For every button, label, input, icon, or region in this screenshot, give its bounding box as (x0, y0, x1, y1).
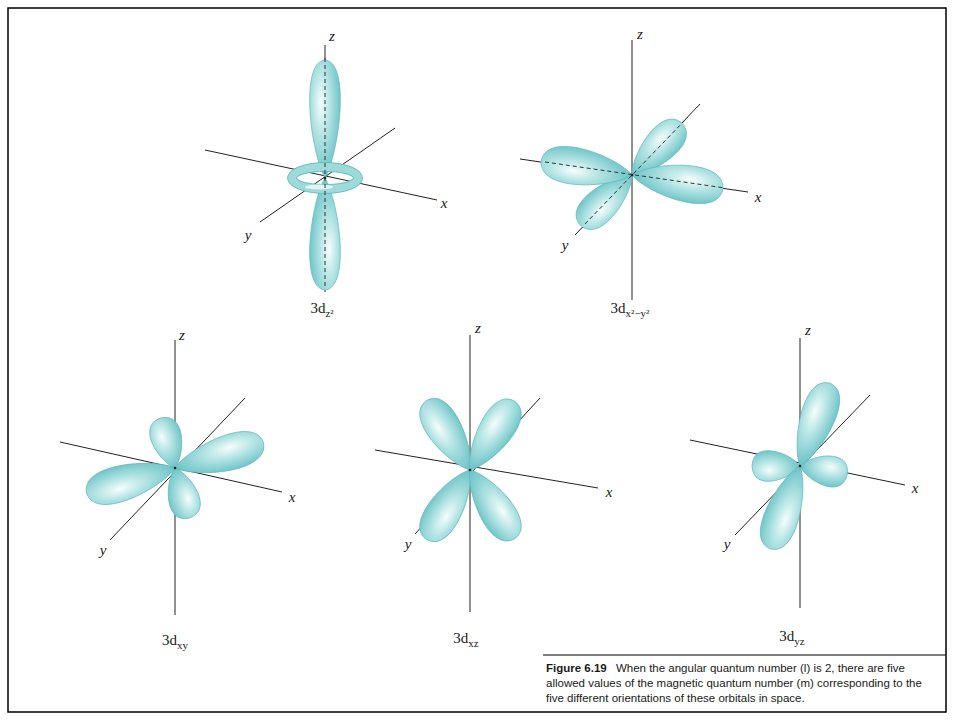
axis-label: z (329, 29, 335, 44)
torus-highlight (305, 185, 333, 190)
orbital-lobe (754, 460, 816, 554)
orbital-lobe (160, 464, 204, 522)
orbital-lobe (784, 377, 846, 471)
torus-outer-edge (288, 163, 363, 194)
dz2-orbital (205, 45, 437, 292)
hidden-axis-dashed (325, 58, 326, 288)
caption-rule (543, 654, 946, 655)
orbital-name: 3dz² (310, 301, 333, 316)
axis-label: x (912, 481, 919, 496)
orbital-shell: 3d (310, 300, 325, 316)
orbital-lobe (456, 392, 529, 479)
axis-label: x (755, 190, 762, 205)
orbital-subscript: xz (468, 637, 478, 649)
axis-label: y (100, 543, 107, 558)
origin-dot (631, 174, 634, 177)
axis-label: z (805, 323, 811, 338)
origin-dot (174, 467, 177, 470)
orbital-shell: 3d (453, 630, 468, 646)
orbital-lobe (82, 451, 180, 511)
axis-label: y (562, 238, 569, 253)
figure-frame (8, 8, 946, 712)
orbital-name: 3dx²−y² (611, 301, 650, 316)
hidden-axis-dashed (545, 162, 725, 188)
origin-dot (799, 465, 802, 468)
orbital-shell: 3d (779, 628, 794, 644)
orbital-name: 3dxz (453, 631, 478, 646)
dyz-orbital (690, 338, 905, 608)
axis-label: y (245, 228, 252, 243)
orbital-subscript: xy (177, 639, 188, 651)
axis-label: x (441, 196, 448, 211)
orbital-lobe (310, 60, 341, 178)
axis-label: x (606, 485, 613, 500)
orbital-subscript: x²−y² (626, 307, 650, 319)
orbital-subscript: yz (794, 635, 804, 647)
dxy-orbital (60, 340, 282, 615)
figure-number: Figure 6.19 (546, 662, 607, 674)
dxz-orbital (375, 335, 598, 612)
origin-dot (469, 469, 472, 472)
orbital-lobe (456, 461, 529, 548)
axis-label: y (724, 537, 731, 552)
orbital-lobe (629, 157, 726, 208)
origin-dot (324, 177, 327, 180)
axis-label: z (475, 321, 481, 336)
orbital-shell: 3d (611, 300, 626, 316)
axis-label: z (637, 27, 643, 42)
orbital-subscript: z² (325, 307, 333, 319)
figure-caption: Figure 6.19 When the angular quantum num… (546, 661, 942, 706)
axis-label: x (289, 490, 296, 505)
axis-label: z (179, 328, 185, 343)
orbital-name: 3dxy (162, 633, 188, 648)
hidden-axis-dashed (585, 117, 688, 224)
orbital-shell: 3d (162, 632, 177, 648)
dx2y2-orbital (520, 40, 748, 300)
orbital-lobe (538, 142, 635, 193)
axis-label: y (405, 537, 412, 552)
orbital-name: 3dyz (779, 629, 804, 644)
